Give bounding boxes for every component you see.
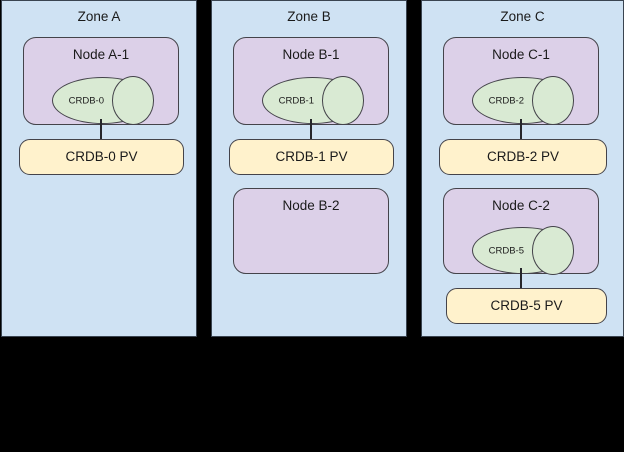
pv-crdb-2-label: CRDB-2 PV bbox=[486, 149, 559, 164]
pv-crdb-1-label: CRDB-1 PV bbox=[275, 149, 348, 164]
cylinder-cap-icon bbox=[531, 226, 574, 275]
node-c-1-title: Node C-1 bbox=[492, 47, 550, 62]
connector-crdb-0 bbox=[100, 119, 102, 141]
node-a-1-title: Node A-1 bbox=[72, 47, 130, 62]
node-b-1-title: Node B-1 bbox=[282, 47, 340, 62]
connector-crdb-5 bbox=[520, 268, 522, 290]
zone-c-title: Zone C bbox=[500, 9, 545, 24]
zone-b: Zone B Node B-1 CRDB-1 CRDB-1 PV Node B-… bbox=[211, 0, 407, 337]
pv-crdb-1: CRDB-1 PV bbox=[229, 139, 394, 175]
pod-crdb-5-label: CRDB-5 bbox=[488, 245, 525, 256]
node-b-2: Node B-2 bbox=[233, 188, 389, 274]
zone-c: Zone C Node C-1 CRDB-2 CRDB-2 PV Node C-… bbox=[421, 0, 624, 337]
node-c-2-title: Node C-2 bbox=[492, 198, 550, 213]
node-c-1: Node C-1 CRDB-2 bbox=[443, 37, 599, 125]
pod-crdb-1: CRDB-1 bbox=[262, 76, 364, 125]
pv-crdb-0-label: CRDB-0 PV bbox=[65, 149, 138, 164]
pod-crdb-2-label: CRDB-2 bbox=[488, 95, 525, 106]
node-b-2-title: Node B-2 bbox=[282, 198, 340, 213]
pod-crdb-1-label: CRDB-1 bbox=[278, 95, 315, 106]
zone-b-title: Zone B bbox=[287, 9, 331, 24]
pv-crdb-0: CRDB-0 PV bbox=[19, 139, 184, 175]
node-b-1: Node B-1 CRDB-1 bbox=[233, 37, 389, 125]
node-c-2: Node C-2 CRDB-5 bbox=[443, 188, 599, 275]
cylinder-cap-icon bbox=[531, 76, 574, 125]
connector-crdb-2 bbox=[520, 119, 522, 141]
pv-crdb-5: CRDB-5 PV bbox=[446, 288, 607, 324]
zone-a: Zone A Node A-1 CRDB-0 CRDB-0 PV bbox=[1, 0, 197, 337]
node-a-1: Node A-1 CRDB-0 bbox=[23, 37, 179, 125]
cylinder-cap-icon bbox=[321, 76, 364, 125]
pv-crdb-5-label: CRDB-5 PV bbox=[490, 298, 563, 313]
pv-crdb-2: CRDB-2 PV bbox=[439, 139, 607, 175]
zone-a-title: Zone A bbox=[77, 9, 121, 24]
pod-crdb-5: CRDB-5 bbox=[472, 226, 574, 275]
pod-crdb-0-label: CRDB-0 bbox=[68, 95, 105, 106]
connector-crdb-1 bbox=[310, 119, 312, 141]
pod-crdb-0: CRDB-0 bbox=[52, 76, 154, 125]
cylinder-cap-icon bbox=[111, 76, 154, 125]
pod-crdb-2: CRDB-2 bbox=[472, 76, 574, 125]
